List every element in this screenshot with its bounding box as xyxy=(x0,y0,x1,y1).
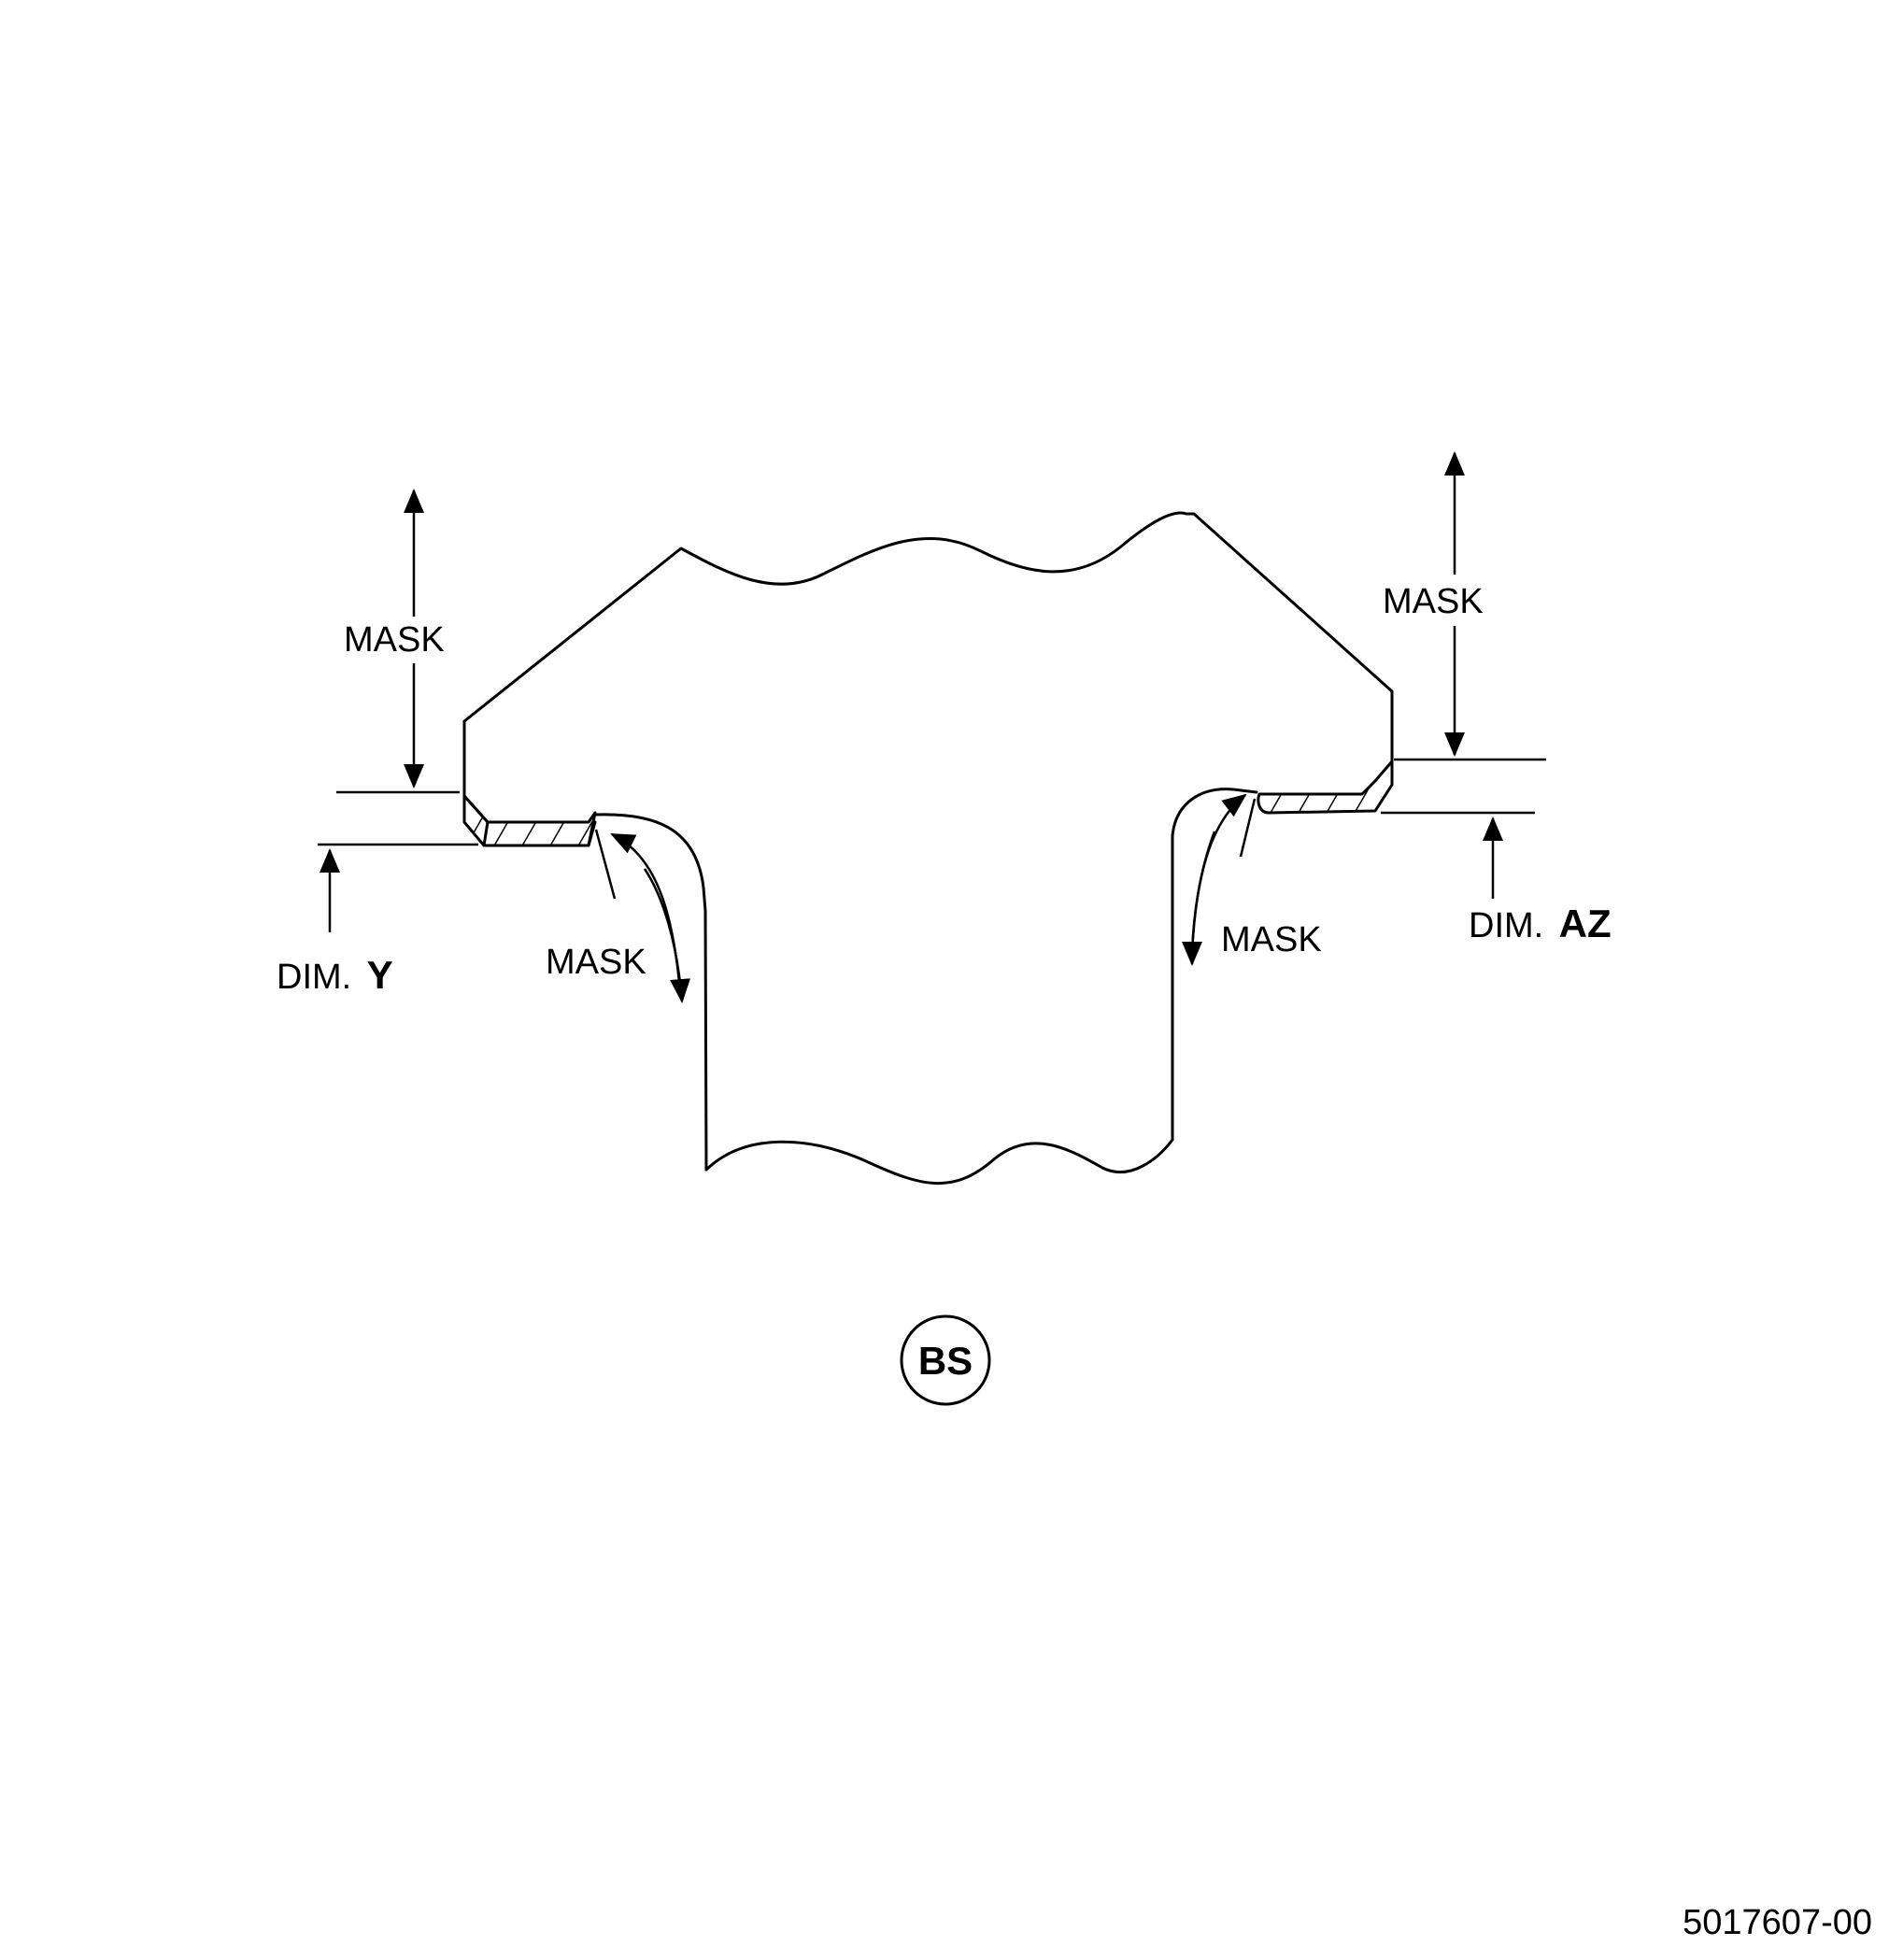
mask-lower-right-label: MASK xyxy=(1221,920,1322,959)
left-stem-edge xyxy=(593,813,708,1172)
mask-lower-left-leader xyxy=(594,829,617,900)
right-stem-edge xyxy=(1171,788,1258,1142)
mask-lower-left-curved-arrow-tail xyxy=(643,868,691,1003)
view-marker-circle xyxy=(900,1314,991,1406)
mask-lower-left-label: MASK xyxy=(546,943,646,982)
view-marker-label: BS xyxy=(918,1339,973,1383)
part-outline-final xyxy=(462,511,1394,763)
mask-lower-right-curved-arrow-tail xyxy=(1182,831,1216,966)
dim-y-letter: Y xyxy=(367,953,393,997)
dim-az-prefix: DIM. xyxy=(1469,906,1543,945)
mask-top-right-label: MASK xyxy=(1383,582,1484,621)
mask-top-left-label: MASK xyxy=(344,620,445,660)
dim-az-label: DIM. AZ xyxy=(1469,902,1612,945)
bottom-break-line xyxy=(704,1138,1174,1186)
dim-y-prefix: DIM. xyxy=(277,958,351,997)
right-hatch-region xyxy=(1257,760,1394,815)
mask-lower-right-leader xyxy=(1239,798,1257,858)
dim-az-letter: AZ xyxy=(1559,902,1612,945)
left-hatch-region xyxy=(462,794,597,847)
dim-y-label: DIM. Y xyxy=(277,953,393,997)
figure-number: 5017607-00 xyxy=(1683,1903,1872,1942)
